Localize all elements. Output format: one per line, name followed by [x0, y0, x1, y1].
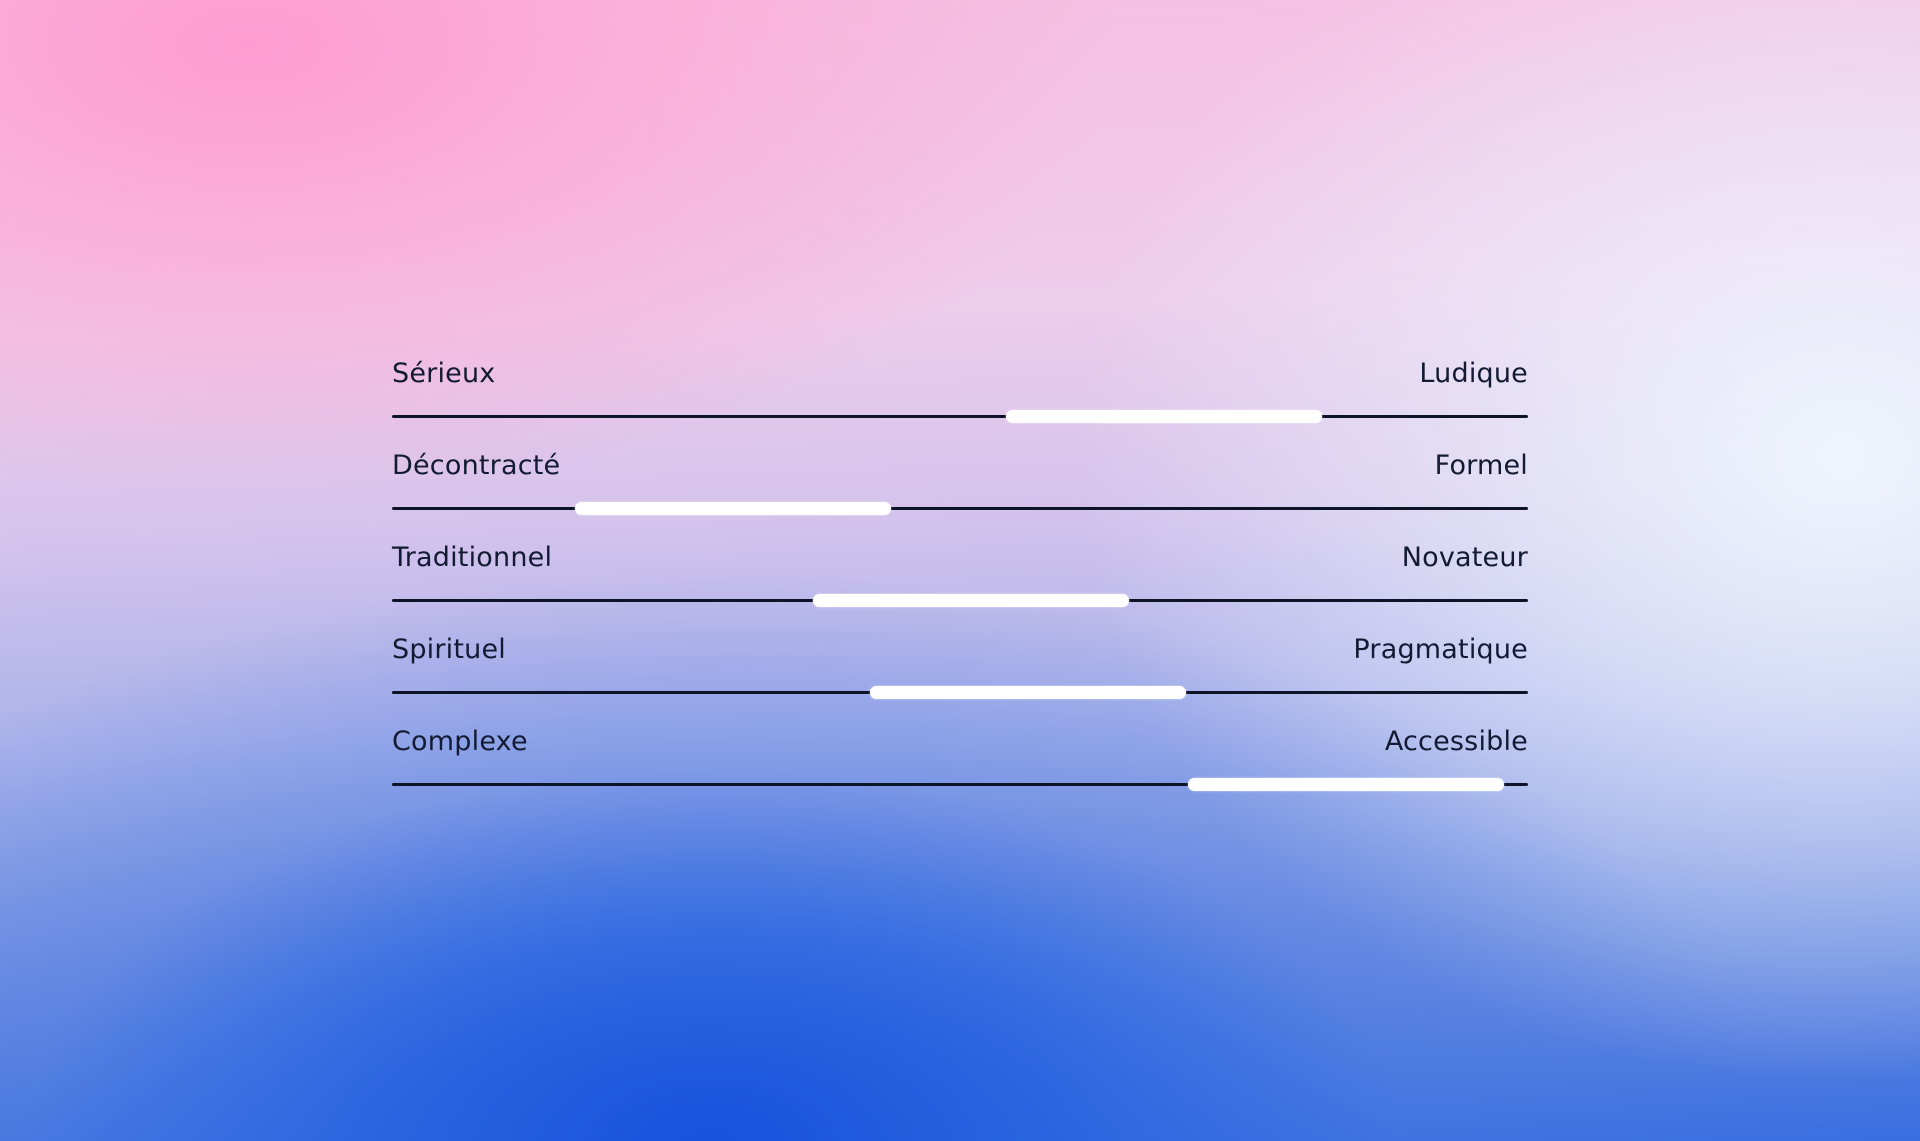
slider-track[interactable]	[392, 410, 1528, 423]
slider-left-label: Sérieux	[392, 358, 496, 389]
slider-left-label: Spirituel	[392, 634, 506, 665]
slider-row-decontracte-formel: Décontracté Formel	[392, 442, 1528, 534]
slider-thumb[interactable]	[574, 502, 891, 515]
slider-thumb[interactable]	[870, 686, 1187, 699]
slider-track[interactable]	[392, 778, 1528, 791]
slider-row-traditionnel-novateur: Traditionnel Novateur	[392, 534, 1528, 626]
slider-thumb[interactable]	[1006, 410, 1323, 423]
slider-thumb[interactable]	[1188, 778, 1505, 791]
slider-row-complexe-accessible: Complexe Accessible	[392, 718, 1528, 810]
slider-right-label: Pragmatique	[1353, 634, 1528, 665]
slider-left-label: Décontracté	[392, 450, 561, 481]
slider-right-label: Novateur	[1401, 542, 1528, 573]
slider-right-label: Formel	[1434, 450, 1528, 481]
slider-left-label: Complexe	[392, 726, 528, 757]
slider-right-label: Ludique	[1419, 358, 1528, 389]
slider-track[interactable]	[392, 686, 1528, 699]
slider-right-label: Accessible	[1384, 726, 1528, 757]
slider-thumb[interactable]	[813, 594, 1130, 607]
slider-track[interactable]	[392, 594, 1528, 607]
slider-row-serieux-ludique: Sérieux Ludique	[392, 350, 1528, 442]
slider-track[interactable]	[392, 502, 1528, 515]
slider-left-label: Traditionnel	[392, 542, 553, 573]
slider-row-spirituel-pragmatique: Spirituel Pragmatique	[392, 626, 1528, 718]
brand-personality-sliders: Sérieux Ludique Décontracté Formel Tradi…	[392, 350, 1528, 810]
